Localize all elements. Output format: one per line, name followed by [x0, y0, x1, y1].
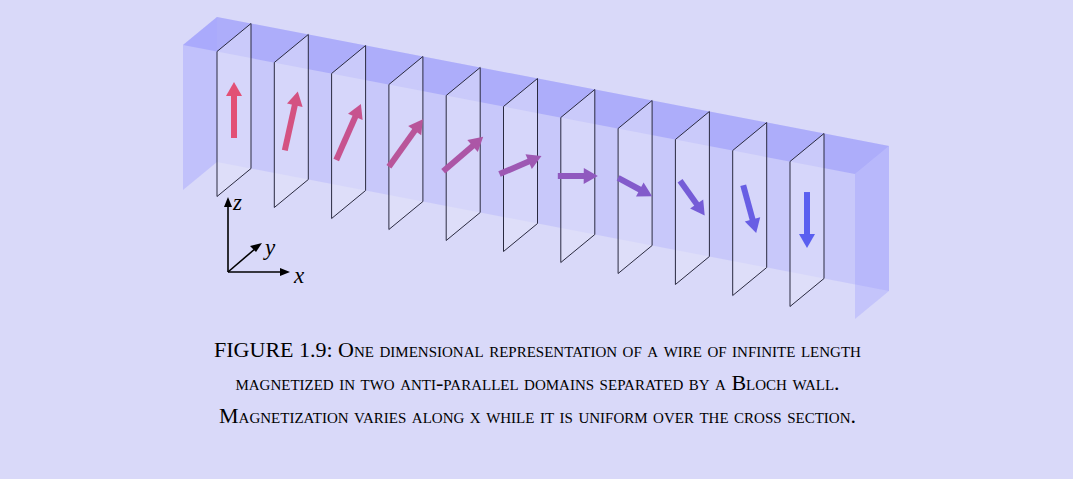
axis-label: z [233, 191, 242, 214]
magnetization-arrow [285, 103, 295, 150]
slice-plane [618, 101, 652, 274]
magnetization-arrow [389, 129, 416, 167]
slice-plane [790, 134, 824, 307]
slice-plane [389, 57, 423, 230]
figure-caption: FIGURE 1.9: One dimensional representati… [205, 333, 870, 432]
magnetization-arrow [618, 178, 641, 191]
arrow-head [799, 234, 815, 248]
arrow-head [584, 168, 598, 184]
arrow-head [690, 199, 705, 215]
magnetization-arrow [500, 161, 531, 174]
slice-plane [733, 123, 767, 296]
magnetization-arrow [743, 185, 753, 221]
slice-plane [217, 24, 251, 197]
arrow-head [745, 217, 760, 233]
slice-plane [274, 35, 308, 208]
magnetization-arrow [680, 181, 698, 206]
arrow-head [348, 104, 363, 120]
arrow-head [408, 119, 423, 135]
arrow-head [636, 183, 652, 197]
magnetization-arrow [443, 145, 474, 172]
arrow-head [287, 92, 303, 107]
slice-plane [675, 112, 709, 285]
arrow-head [467, 137, 483, 152]
axis-label: x [294, 264, 304, 287]
magnetization-arrow [336, 115, 356, 160]
arrow-head [226, 82, 242, 96]
slice-plane [332, 46, 366, 219]
magnetization-arrow [558, 173, 586, 179]
axis-label: y [265, 236, 275, 259]
wire-end [855, 146, 889, 319]
magnetization-arrow [231, 94, 237, 138]
cross-sections [217, 24, 889, 320]
wire-body [183, 17, 889, 291]
arrow-head [526, 154, 542, 169]
wire-end [183, 17, 217, 190]
magnetization-arrow [804, 192, 810, 236]
